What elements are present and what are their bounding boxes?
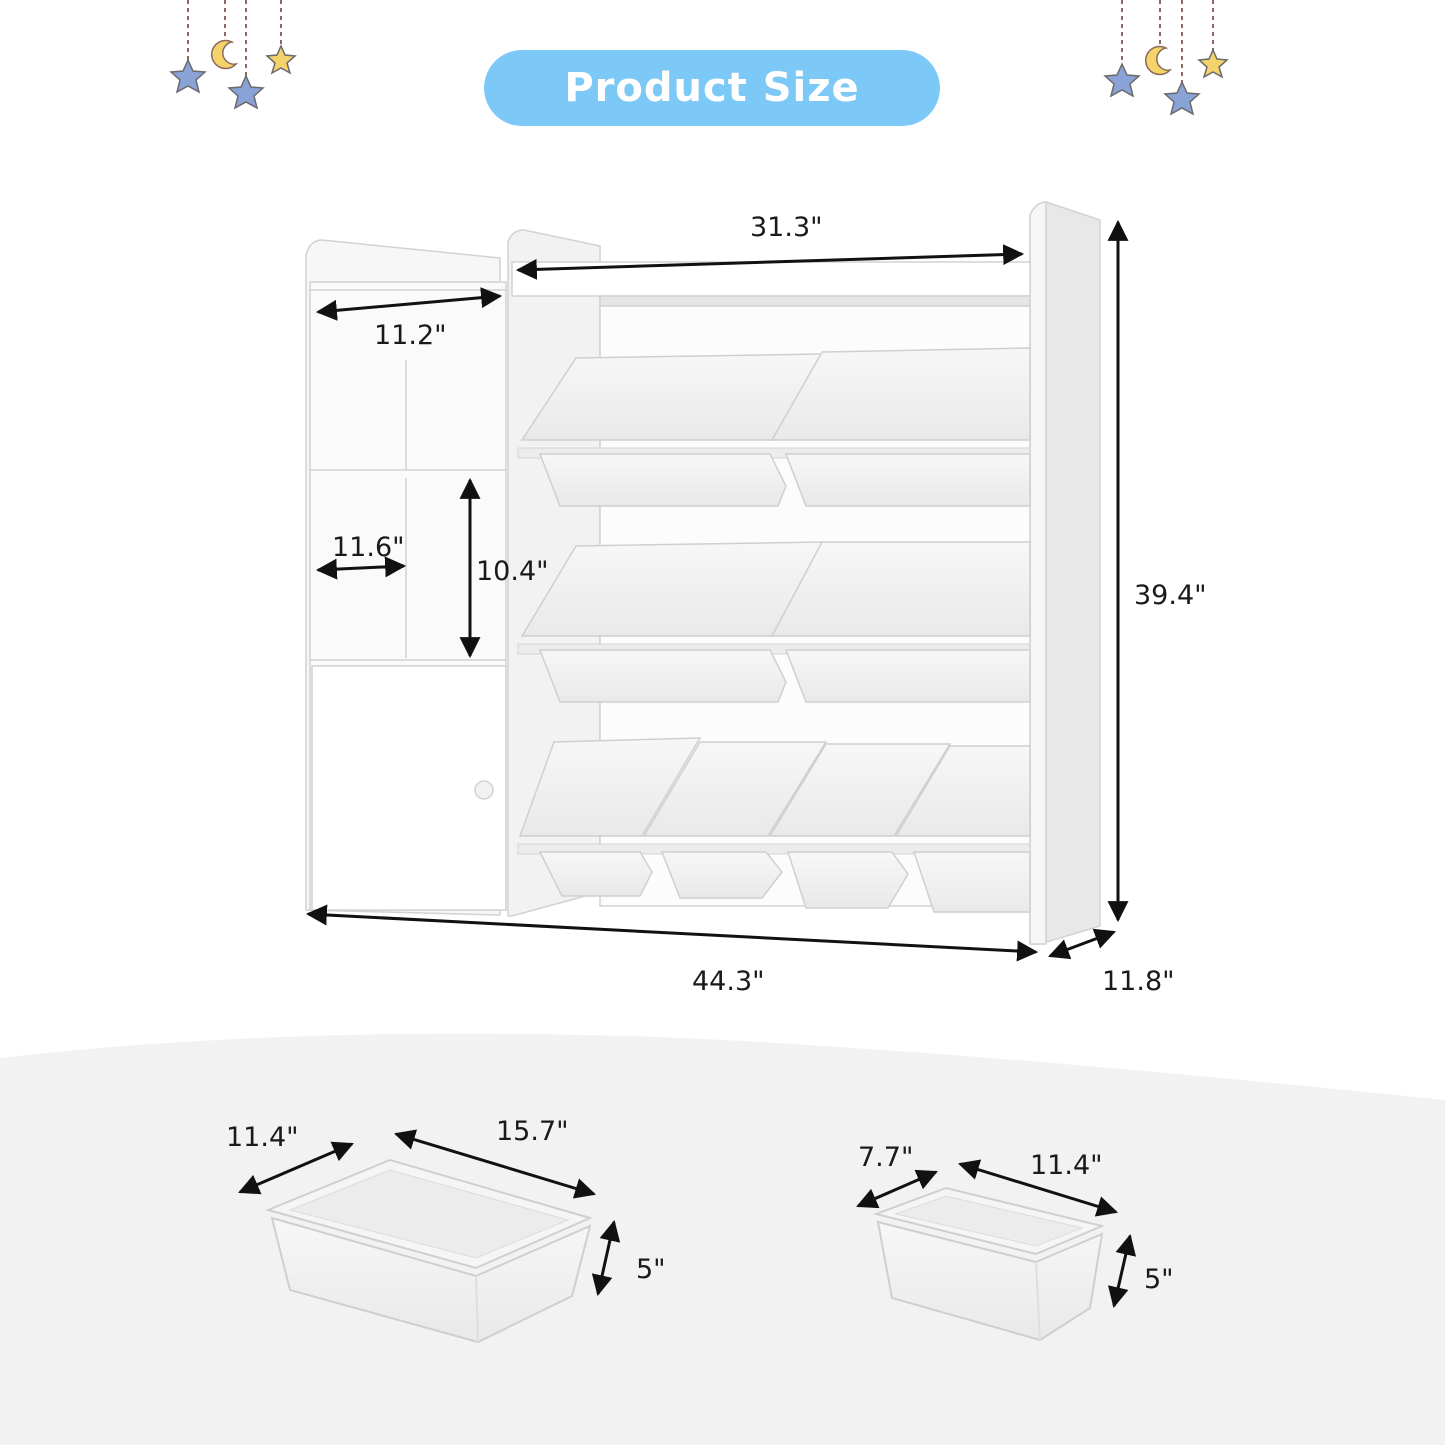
page-title: Product Size [564,65,860,111]
arrow-small-bin-height [1107,1233,1137,1309]
label-large-bin-length: 15.7" [496,1116,569,1147]
ground-wave [0,1033,1445,1445]
hanging-decor-left [187,0,282,76]
arrow-large-bin-length [393,1129,597,1199]
label-small-bin-height: 5" [1144,1264,1174,1295]
star-icon [1103,62,1141,98]
label-cubby-top-width: 11.2" [374,320,447,351]
arrow-depth [1048,928,1116,960]
label-total-width: 44.3" [692,966,765,997]
label-small-bin-length: 11.4" [1030,1150,1103,1181]
small-bins [518,737,1031,913]
arrow-large-bin-width [238,1141,354,1195]
arrow-large-bin-height [591,1219,621,1297]
label-small-bin-width: 7.7" [858,1142,914,1173]
arrow-small-bin-width [856,1169,938,1209]
moon-icon [1144,45,1173,76]
arrow-cubby-inner-width [315,556,407,580]
star-icon [169,58,207,94]
large-bin-dimension-lines [238,1129,621,1297]
star-icon [265,44,297,75]
star-icon [227,74,265,110]
dimension-lines [305,219,1129,962]
arrow-total-width [305,904,1039,962]
arrow-shelf-top-width [515,244,1025,280]
label-depth: 11.8" [1102,966,1175,997]
label-cubby-inner-width: 11.6" [332,532,405,563]
label-large-bin-height: 5" [636,1254,666,1285]
label-cubby-height: 10.4" [476,556,549,587]
large-bins [520,347,1031,703]
moon-icon [210,39,239,70]
bin-rails [517,447,1031,855]
title-badge: Product Size [484,50,940,126]
hanging-decor-right [1121,0,1214,82]
arrow-cubby-top-width [315,287,503,321]
label-total-height: 39.4" [1134,580,1207,611]
label-shelf-top-width: 31.3" [750,212,823,243]
arrow-small-bin-length [957,1159,1119,1217]
star-icon [1197,48,1229,79]
small-bin-dimension-lines [856,1159,1137,1309]
star-icon [1163,80,1201,116]
label-large-bin-width: 11.4" [226,1122,299,1153]
